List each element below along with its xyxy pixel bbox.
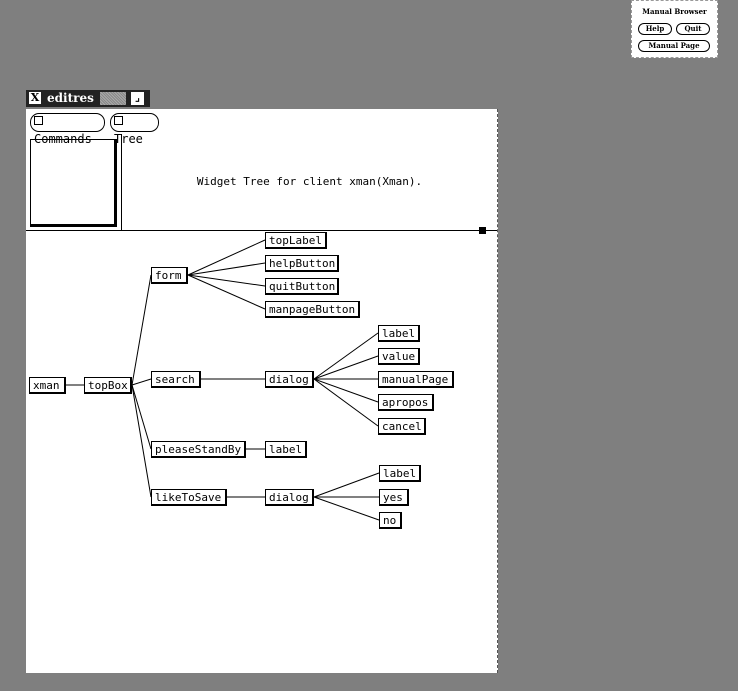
edge-dialog2-no <box>313 496 380 521</box>
tree-node-pleasestandby[interactable]: pleaseStandBy <box>151 441 246 458</box>
window-titlebar[interactable]: X editres ⌟ <box>26 90 150 107</box>
tree-node-label3[interactable]: label <box>379 465 421 482</box>
edge-form-quitbutton <box>187 274 266 287</box>
tree-node-form[interactable]: form <box>151 267 188 284</box>
menu-box-icon <box>34 116 43 125</box>
edge-topbox-form <box>131 274 152 386</box>
tree-node-manualpage[interactable]: manualPage <box>378 371 454 388</box>
tree-node-liketosave[interactable]: likeToSave <box>151 489 227 506</box>
help-button[interactable]: Help <box>638 23 672 35</box>
manual-page-button[interactable]: Manual Page <box>638 40 710 52</box>
tree-node-label1[interactable]: label <box>265 441 307 458</box>
resize-icon[interactable]: ⌟ <box>131 92 144 105</box>
tree-node-value[interactable]: value <box>378 348 420 365</box>
tree-edges <box>66 239 380 521</box>
manual-browser-title: Manual Browser <box>642 7 707 16</box>
tree-node-cancel[interactable]: cancel <box>378 418 426 435</box>
edge-topbox-search <box>131 378 152 386</box>
titlebar-stipple <box>100 92 126 105</box>
manual-browser-window: Manual Browser Help Quit Manual Page <box>631 0 718 58</box>
edge-dialog2-label3 <box>313 472 380 498</box>
edge-form-manpagebutton <box>187 274 266 310</box>
tree-node-quitbutton[interactable]: quitButton <box>265 278 339 295</box>
edge-form-toplabel <box>187 239 266 276</box>
edge-dialog1-apropos <box>313 378 379 403</box>
editres-main: Commands Tree Widget Tree for client xma… <box>26 109 498 673</box>
tree-node-manpagebutton[interactable]: manpageButton <box>265 301 360 318</box>
x-logo-icon[interactable]: X <box>29 91 41 104</box>
tree-node-helpbutton[interactable]: helpButton <box>265 255 339 272</box>
tree-node-yes[interactable]: yes <box>379 489 409 506</box>
edge-topbox-liketosave <box>131 384 152 498</box>
tree-node-search[interactable]: search <box>151 371 201 388</box>
edge-form-helpbutton <box>187 262 266 276</box>
tree-node-label2[interactable]: label <box>378 325 420 342</box>
pane-divider <box>26 230 497 231</box>
tree-node-toplabel[interactable]: topLabel <box>265 232 327 249</box>
tree-node-dialog2[interactable]: dialog <box>265 489 314 506</box>
edge-topbox-pleasestandby <box>131 384 152 450</box>
tree-node-apropos[interactable]: apropos <box>378 394 434 411</box>
menu-box-icon <box>114 116 123 125</box>
edge-dialog1-value <box>313 355 379 380</box>
tree-node-topbox[interactable]: topBox <box>84 377 132 394</box>
window-title: editres <box>47 91 94 105</box>
tree-node-no[interactable]: no <box>379 512 402 529</box>
status-message: Widget Tree for client xman(Xman). <box>196 175 423 188</box>
edge-dialog1-label2 <box>313 332 379 380</box>
tree-node-dialog1[interactable]: dialog <box>265 371 314 388</box>
divider <box>121 134 122 230</box>
edge-dialog1-cancel <box>313 378 379 427</box>
quit-button[interactable]: Quit <box>676 23 710 35</box>
pane-grip[interactable] <box>479 227 486 234</box>
panner[interactable] <box>30 139 117 227</box>
tree-node-xman[interactable]: xman <box>29 377 66 394</box>
